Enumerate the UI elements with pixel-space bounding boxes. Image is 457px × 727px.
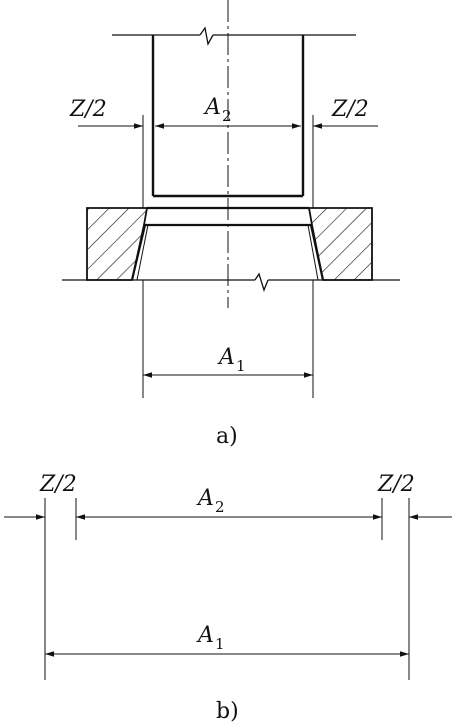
die-left-section bbox=[86, 207, 149, 281]
label-a1-b: A bbox=[196, 623, 214, 648]
die-opening bbox=[130, 206, 325, 281]
caption-b: b) bbox=[216, 699, 239, 724]
label-a1-sub-a: 1 bbox=[236, 357, 246, 375]
caption-a: a) bbox=[216, 424, 238, 449]
bottom-break-line bbox=[62, 272, 400, 292]
label-a2-b: A bbox=[196, 486, 214, 511]
top-break-line bbox=[112, 26, 356, 46]
label-a2-sub-a: 2 bbox=[222, 107, 232, 125]
label-z-right-b: Z/2 bbox=[377, 472, 415, 497]
label-a2-sub-b: 2 bbox=[215, 498, 225, 516]
figure-a bbox=[62, 0, 400, 398]
label-a1-a: A bbox=[217, 345, 235, 370]
punch bbox=[151, 35, 305, 198]
label-a2-a: A bbox=[203, 95, 221, 120]
label-z-left-b: Z/2 bbox=[39, 472, 77, 497]
label-z-right-a: Z/2 bbox=[331, 97, 369, 122]
label-a1-sub-b: 1 bbox=[215, 635, 225, 653]
die-right-section bbox=[307, 207, 373, 281]
label-z-left-a: Z/2 bbox=[69, 97, 107, 122]
figure-b bbox=[4, 498, 452, 680]
extension-lines-a bbox=[142, 115, 314, 398]
